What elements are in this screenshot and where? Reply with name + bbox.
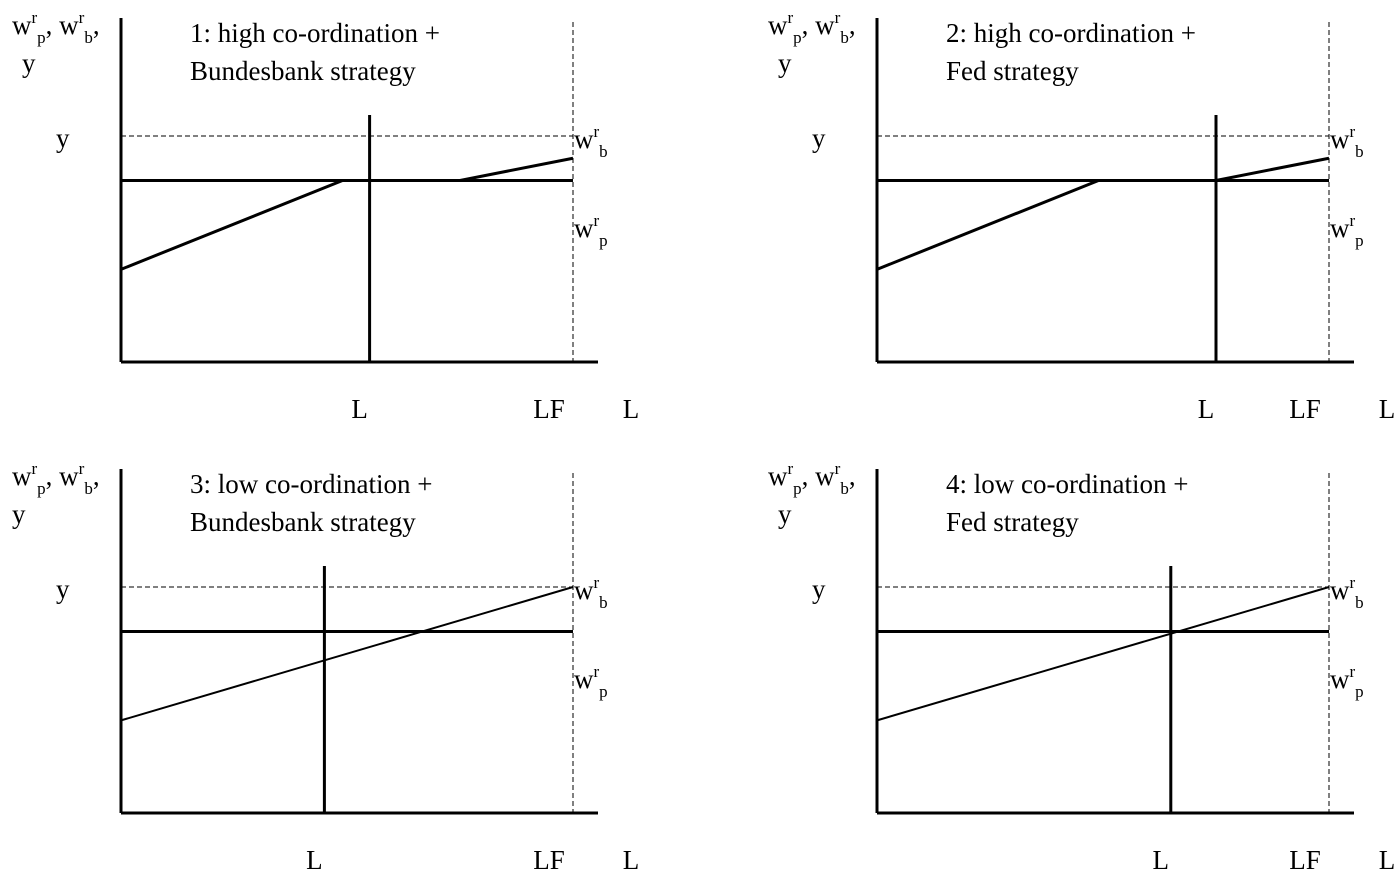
- panel-title-line1: 2: high co-ordination +: [946, 18, 1196, 48]
- employment-label: L: [1153, 845, 1170, 874]
- panel-1: wrp, wrb, y 1: high co-ordination + Bund…: [12, 8, 639, 424]
- y-axis-label-line2: y: [778, 499, 792, 529]
- panel-title-line1: 4: low co-ordination +: [946, 469, 1188, 499]
- bargained-real-wage-curve: [120, 156, 574, 271]
- x-axis-label: L: [1379, 394, 1396, 424]
- employment-label: L: [1198, 394, 1215, 424]
- labour-force-label: LF: [1289, 845, 1321, 874]
- y-axis-label-line2: y: [12, 499, 26, 529]
- wb-curve-label: wrb: [574, 122, 608, 161]
- labour-force-label: LF: [1289, 394, 1321, 424]
- panel-title-line2: Bundesbank strategy: [190, 507, 416, 537]
- y-axis-label-line2: y: [22, 48, 36, 78]
- y-axis-label: wrp, wrb,: [12, 459, 100, 498]
- labour-force-label: LF: [533, 394, 565, 424]
- panel-4: wrp, wrb, y 4: low co-ordination + Fed s…: [768, 459, 1396, 875]
- panel-2: wrp, wrb, y 2: high co-ordination + Fed …: [768, 8, 1395, 424]
- bargained-real-wage-curve: [876, 586, 1330, 722]
- wp-line-label: wrp: [1330, 662, 1364, 701]
- x-axis-label: L: [623, 845, 640, 874]
- wp-line-label: wrp: [574, 211, 608, 250]
- panel-title-line2: Fed strategy: [946, 56, 1079, 86]
- bargained-real-wage-curve: [120, 586, 574, 722]
- labour-force-label: LF: [533, 845, 565, 874]
- y-level-label: y: [812, 123, 826, 153]
- panel-title-line1: 1: high co-ordination +: [190, 18, 440, 48]
- panel-title-line1: 3: low co-ordination +: [190, 469, 432, 499]
- wb-curve-label: wrb: [1330, 573, 1364, 612]
- panel-title-line2: Fed strategy: [946, 507, 1079, 537]
- x-axis-label: L: [623, 394, 640, 424]
- y-axis-label: wrp, wrb,: [12, 8, 100, 47]
- wp-line-label: wrp: [574, 662, 608, 701]
- y-level-label: y: [56, 574, 70, 604]
- y-axis-label-line2: y: [778, 48, 792, 78]
- panel-3: wrp, wrb, y 3: low co-ordination + Bunde…: [12, 459, 640, 875]
- employment-label: L: [351, 394, 368, 424]
- wp-line-label: wrp: [1330, 211, 1364, 250]
- y-axis-label: wrp, wrb,: [768, 459, 856, 498]
- panel-title-line2: Bundesbank strategy: [190, 56, 416, 86]
- wb-curve-label: wrb: [1330, 122, 1364, 161]
- y-level-label: y: [812, 574, 826, 604]
- employment-label: L: [306, 845, 323, 874]
- y-level-label: y: [56, 123, 70, 153]
- wb-curve-label: wrb: [574, 573, 608, 612]
- x-axis-label: L: [1379, 845, 1396, 874]
- y-axis-label: wrp, wrb,: [768, 8, 856, 47]
- bargained-real-wage-curve: [876, 156, 1330, 271]
